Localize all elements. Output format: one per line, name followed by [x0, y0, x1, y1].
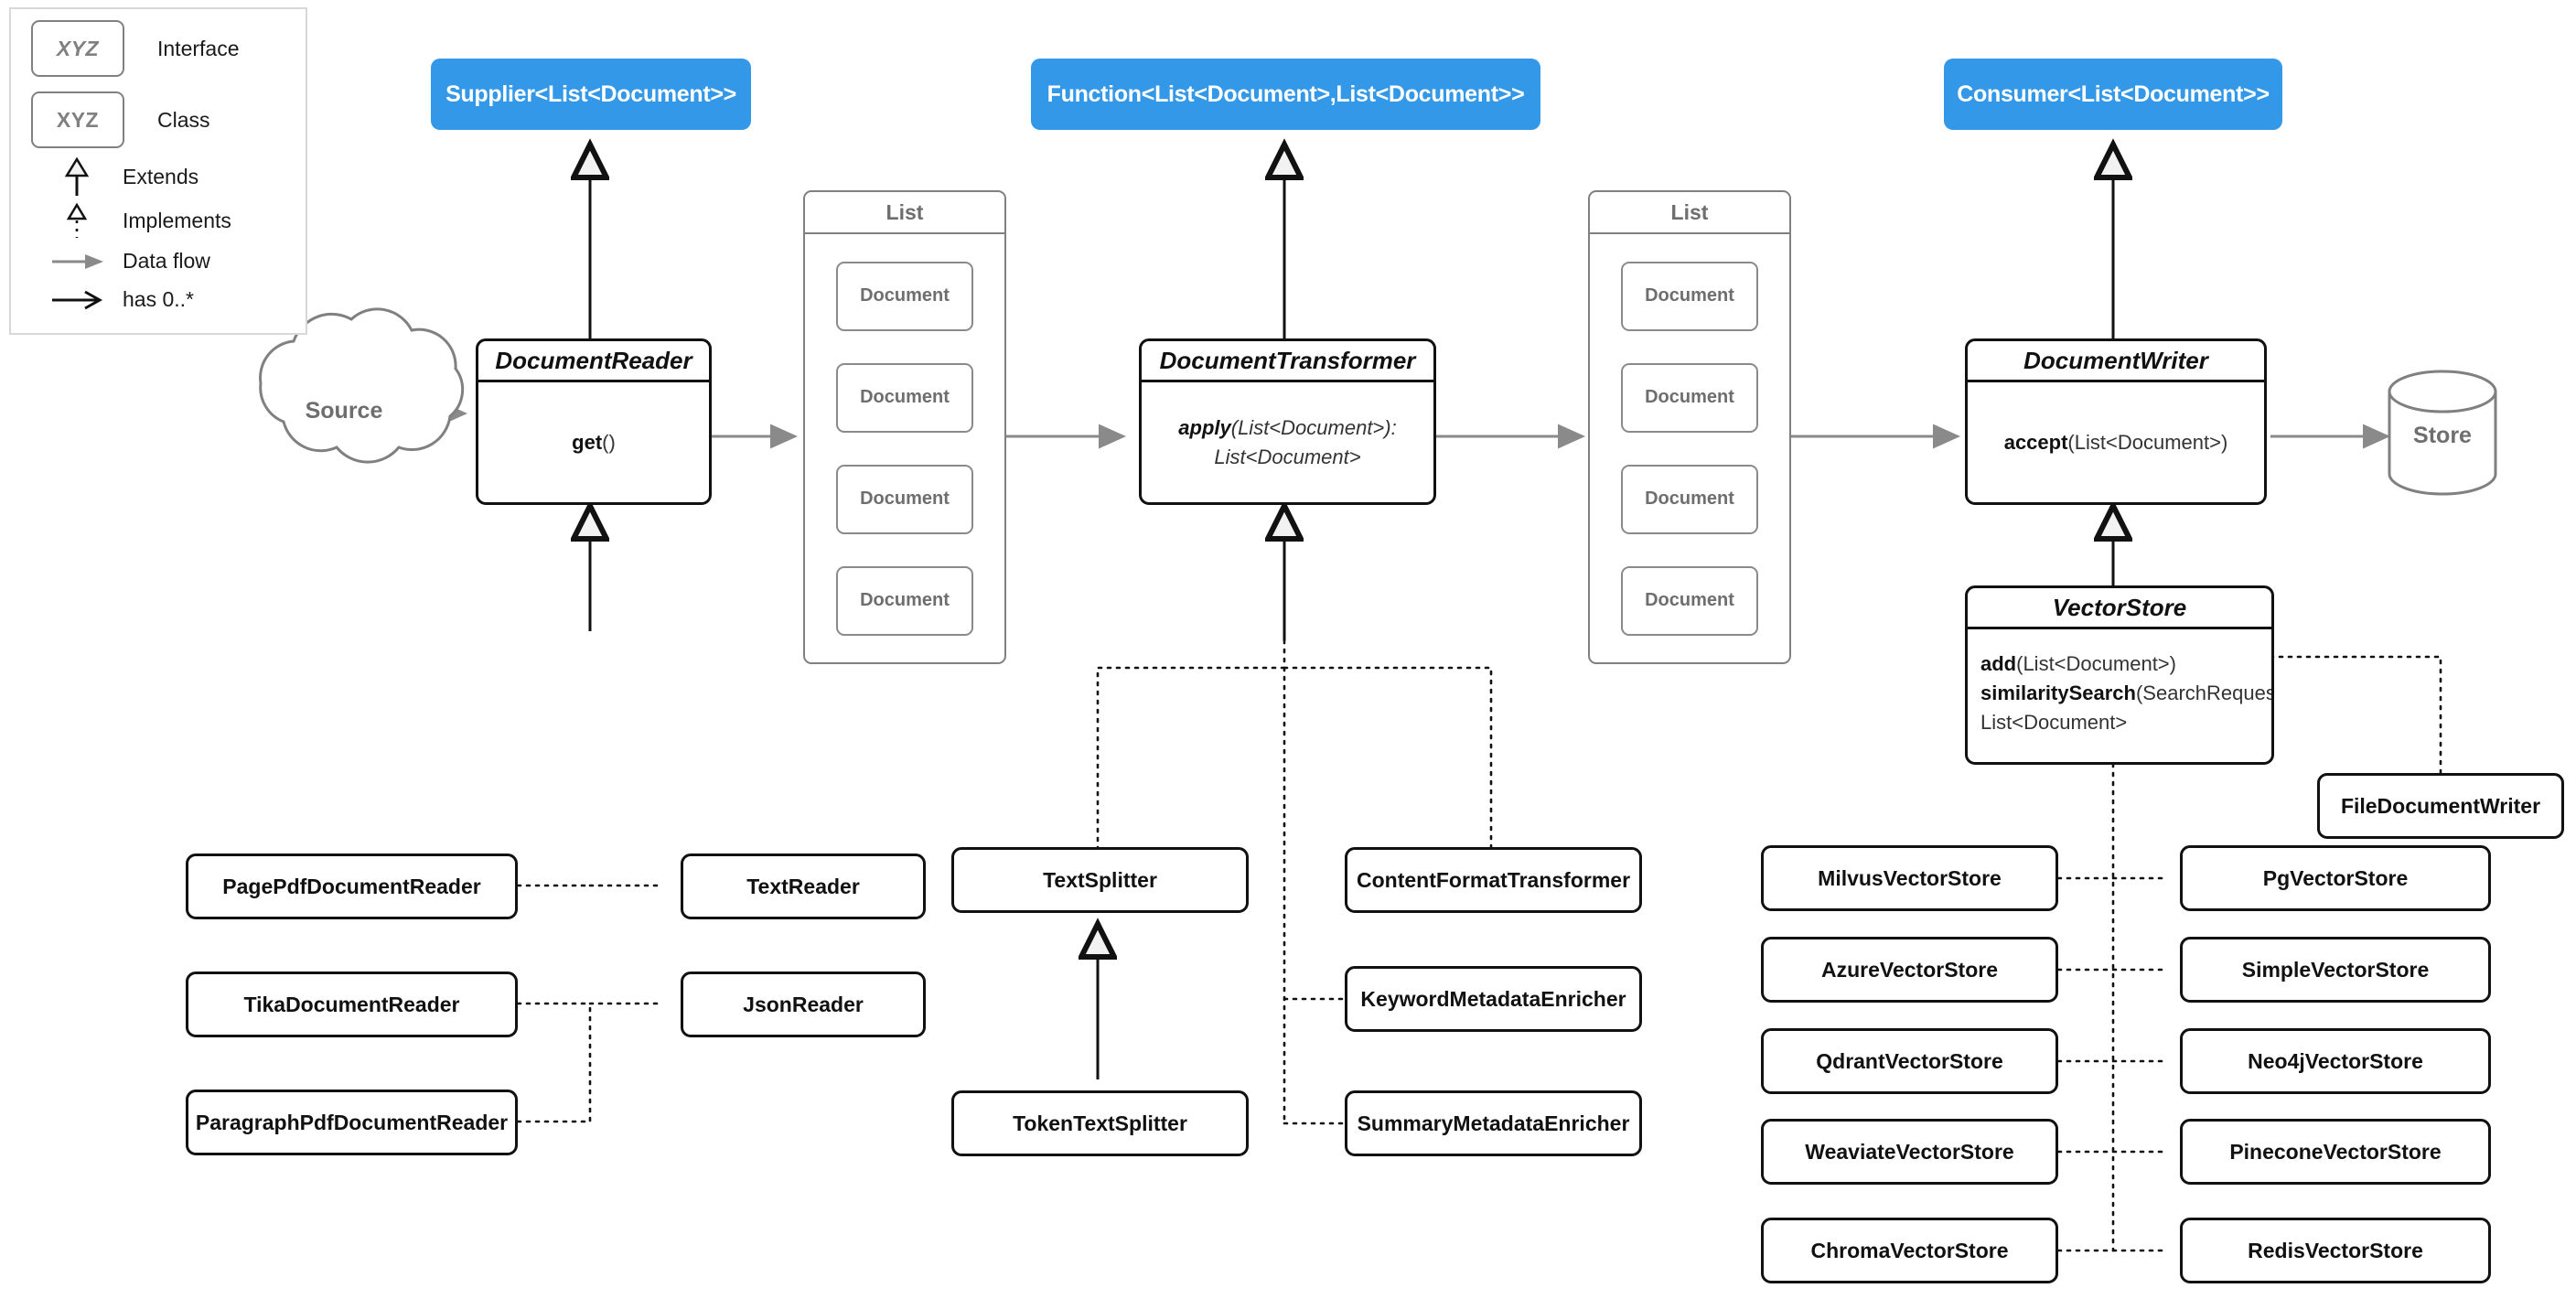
impl-jsonreader[interactable]: JsonReader	[681, 972, 926, 1037]
legend-panel: XYZ Interface XYZ Class Extends Implemen…	[9, 7, 307, 335]
impl-pineconevectorstore[interactable]: PineconeVectorStore	[2180, 1119, 2491, 1185]
class-document-reader-methods: get()	[478, 382, 709, 502]
impl-neo4jvectorstore[interactable]: Neo4jVectorStore	[2180, 1028, 2491, 1094]
impl-tokentextsplitter[interactable]: TokenTextSplitter	[951, 1090, 1249, 1156]
list-item: Document	[1621, 464, 1758, 534]
arrow-gray-icon	[31, 252, 123, 272]
interface-supplier[interactable]: Supplier<List<Document>>	[431, 59, 751, 130]
legend-item-interface: XYZ Interface	[31, 20, 240, 77]
class-vector-store-methods: add(List<Document>) similaritySearch(Sea…	[1968, 629, 2271, 762]
store-label: Store	[2413, 423, 2472, 448]
triangle-solid-icon	[31, 156, 123, 198]
class-document-transformer-title: DocumentTransformer	[1142, 341, 1433, 382]
list-item: Document	[836, 362, 973, 433]
legend-item-dataflow: Data flow	[31, 249, 210, 274]
impl-contentformattransformer[interactable]: ContentFormatTransformer	[1345, 847, 1642, 913]
class-document-reader[interactable]: DocumentReader get()	[476, 338, 712, 505]
method-accept-name: accept	[2003, 430, 2068, 454]
legend-item-extends: Extends	[31, 156, 199, 198]
class-document-transformer[interactable]: DocumentTransformer apply(List<Document>…	[1139, 338, 1436, 505]
method-similaritysearch-name: similaritySearch	[1980, 681, 2136, 704]
impl-keywordmetadataenricher[interactable]: KeywordMetadataEnricher	[1345, 966, 1642, 1032]
legend-label-has-many: has 0..*	[123, 287, 194, 311]
legend-item-class: XYZ Class	[31, 91, 210, 148]
method-apply-sig: (List<Document>):	[1230, 415, 1397, 439]
impl-textsplitter[interactable]: TextSplitter	[951, 847, 1249, 913]
impl-pagepdfdocumentreader[interactable]: PagePdfDocumentReader	[186, 853, 518, 919]
method-accept-sig: (List<Document>)	[2067, 430, 2228, 454]
legend-label-dataflow: Data flow	[123, 249, 210, 273]
impl-redisvectorstore[interactable]: RedisVectorStore	[2180, 1218, 2491, 1283]
class-document-writer[interactable]: DocumentWriter accept(List<Document>)	[1965, 338, 2267, 505]
class-document-transformer-methods: apply(List<Document>): List<Document>	[1142, 382, 1433, 502]
list-item: Document	[836, 464, 973, 534]
impl-azurevectorstore[interactable]: AzureVectorStore	[1761, 937, 2058, 1003]
impl-milvusvectorstore[interactable]: MilvusVectorStore	[1761, 845, 2058, 911]
class-vector-store[interactable]: VectorStore add(List<Document>) similari…	[1965, 585, 2274, 765]
legend-label-interface: Interface	[157, 36, 240, 60]
impl-simplevectorstore[interactable]: SimpleVectorStore	[2180, 937, 2491, 1003]
legend-label-extends: Extends	[123, 164, 199, 188]
legend-interface-swatch: XYZ	[31, 20, 124, 77]
list-container-left: List Document Document Document Document	[803, 190, 1006, 664]
method-get-name: get	[572, 430, 603, 454]
list-item: Document	[836, 261, 973, 331]
impl-filedocumentwriter[interactable]: FileDocumentWriter	[2317, 773, 2564, 839]
impl-paragraphpdfdocumentreader[interactable]: ParagraphPdfDocumentReader	[186, 1090, 518, 1155]
interface-consumer[interactable]: Consumer<List<Document>>	[1944, 59, 2282, 130]
list-left-items: Document Document Document Document	[805, 234, 1004, 662]
impl-pgvectorstore[interactable]: PgVectorStore	[2180, 845, 2491, 911]
list-item: Document	[1621, 362, 1758, 433]
legend-class-swatch: XYZ	[31, 91, 124, 148]
class-document-reader-title: DocumentReader	[478, 341, 709, 382]
legend-label-class: Class	[157, 107, 210, 132]
impl-chromavectorstore[interactable]: ChromaVectorStore	[1761, 1218, 2058, 1283]
legend-item-has-many: has 0..*	[31, 287, 194, 312]
method-similaritysearch-return: List<Document>	[1980, 710, 2128, 734]
class-vector-store-title: VectorStore	[1968, 588, 2271, 629]
list-container-right: List Document Document Document Document	[1588, 190, 1791, 664]
impl-tikadocumentreader[interactable]: TikaDocumentReader	[186, 972, 518, 1037]
source-label: Source	[305, 398, 383, 424]
list-item: Document	[1621, 565, 1758, 636]
impl-summarymetadataenricher[interactable]: SummaryMetadataEnricher	[1345, 1090, 1642, 1156]
impl-weaviatevectorstore[interactable]: WeaviateVectorStore	[1761, 1119, 2058, 1185]
legend-label-implements: Implements	[123, 208, 231, 232]
list-left-title: List	[805, 192, 1004, 234]
method-similaritysearch-sig: (SearchRequest):	[2135, 681, 2271, 704]
list-right-items: Document Document Document Document	[1590, 234, 1789, 662]
class-document-writer-title: DocumentWriter	[1968, 341, 2264, 382]
triangle-dotted-icon	[31, 199, 123, 242]
list-item: Document	[836, 565, 973, 636]
list-right-title: List	[1590, 192, 1789, 234]
list-item: Document	[1621, 261, 1758, 331]
arrow-open-icon	[31, 289, 123, 311]
method-get-sig: ()	[602, 430, 616, 454]
method-apply-return: List<Document>	[1214, 445, 1361, 468]
class-document-writer-methods: accept(List<Document>)	[1968, 382, 2264, 502]
impl-textreader[interactable]: TextReader	[681, 853, 926, 919]
legend-item-implements: Implements	[31, 199, 231, 242]
method-apply-name: apply	[1178, 415, 1231, 439]
method-add-name: add	[1980, 652, 2017, 675]
method-add-sig: (List<Document>)	[2016, 652, 2176, 675]
impl-qdrantvectorstore[interactable]: QdrantVectorStore	[1761, 1028, 2058, 1094]
interface-function[interactable]: Function<List<Document>,List<Document>>	[1031, 59, 1540, 130]
